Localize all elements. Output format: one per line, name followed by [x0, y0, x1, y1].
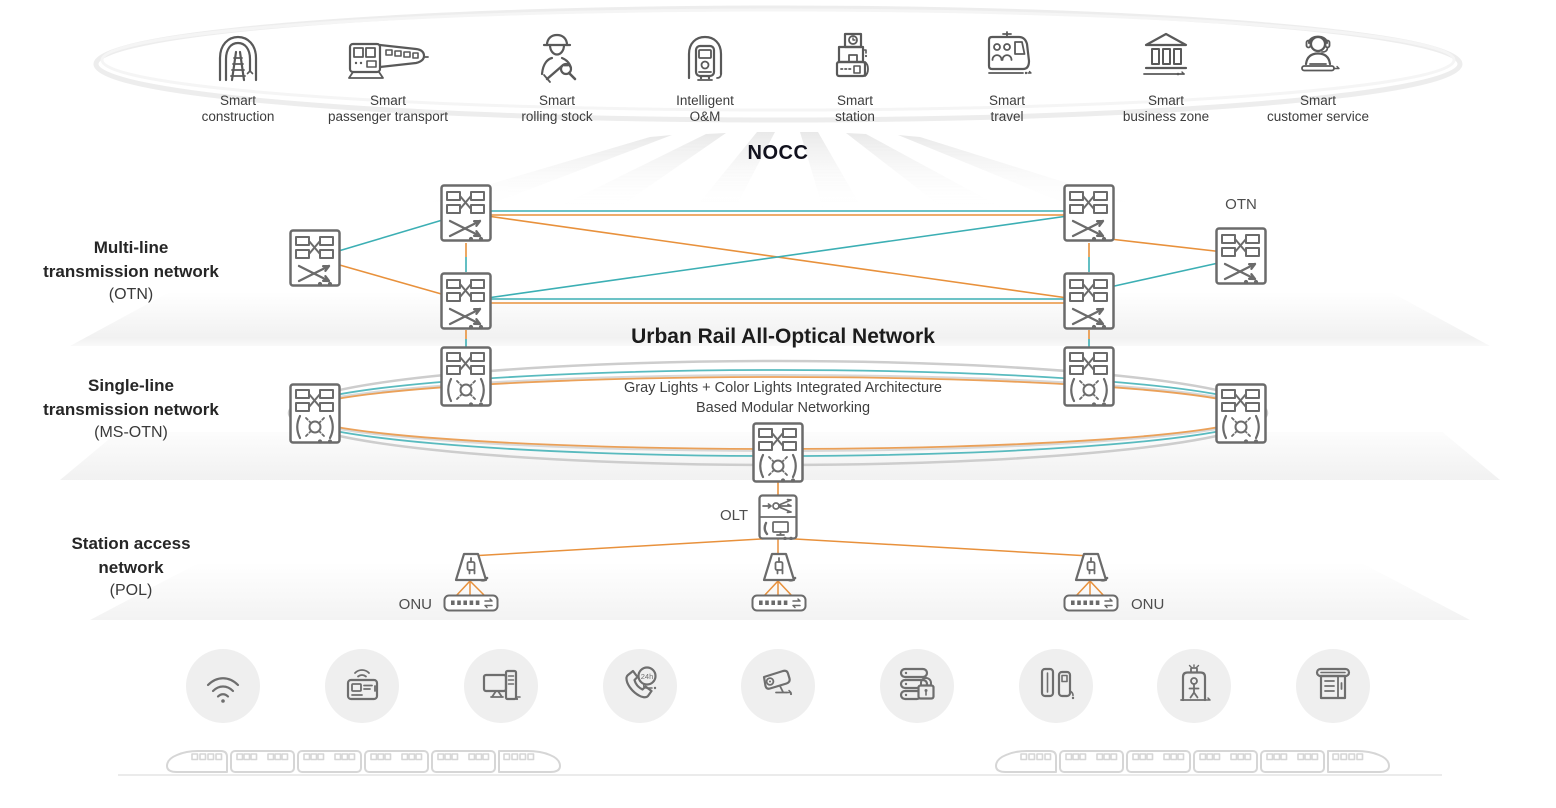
service-smart-construction: Smart construction [158, 26, 318, 126]
onu-device [443, 594, 499, 612]
secure-server-icon [880, 649, 954, 723]
msotn-device-node [752, 422, 804, 484]
cctv-camera-icon [741, 649, 815, 723]
service-label: Smart business zone [1122, 93, 1210, 125]
layer-name: Single-line transmission network [43, 376, 219, 420]
otn-switch-node [1215, 227, 1267, 286]
service-label: Smart station [835, 93, 875, 125]
layer-tag: (OTN) [108, 286, 154, 304]
otn-mesh-links [314, 210, 1242, 304]
fare-gate-icon [1019, 649, 1093, 723]
otn-switch-node [289, 229, 341, 288]
otn-floor-band [70, 292, 1490, 346]
layer-name: Multi-line transmission network [43, 238, 219, 282]
service-label: Smart passenger transport [327, 93, 449, 125]
service-smart-business-zone: Smart business zone [1086, 26, 1246, 126]
service-label: Smart construction [201, 93, 275, 125]
service-label: Smart customer service [1266, 93, 1370, 125]
tunnel-construction-icon [210, 26, 266, 86]
ground-line [118, 774, 1442, 776]
olt-device [758, 494, 798, 542]
otn-switch-node [1063, 272, 1115, 331]
layer-label-pol: Station access network (POL) [16, 532, 246, 603]
layer-label-otn: Multi-line transmission network (OTN) [16, 236, 246, 307]
nocc-label: NOCC [747, 142, 809, 164]
layer-tag: (POL) [109, 582, 153, 600]
network-subtitle: Gray Lights + Color Lights Integrated Ar… [624, 380, 942, 416]
layer-name: Station access network [71, 534, 191, 578]
otn-node-tag: OTN [1225, 196, 1257, 213]
service-smart-travel: Smart travel [927, 26, 1087, 126]
service-smart-rolling-stock: Smart rolling stock [477, 26, 637, 126]
otn-switch-node [1063, 184, 1115, 243]
service-smart-station: Smart station [775, 26, 935, 126]
workstation-icon [464, 649, 538, 723]
optical-splitter [1073, 552, 1110, 584]
otn-switch-node [440, 272, 492, 331]
ticket-validator-icon [325, 649, 399, 723]
tram-passengers-icon [979, 26, 1035, 86]
network-title: Urban Rail All-Optical Network [631, 325, 935, 348]
optical-splitter [453, 552, 490, 584]
olt-label: OLT [719, 507, 748, 524]
hotline-24h-icon: 24h [603, 649, 677, 723]
ticket-kiosk-icon [1296, 649, 1370, 723]
train-tunnel-icon [677, 26, 733, 86]
pol-links [454, 537, 1106, 598]
onu-label-right: ONU [1131, 596, 1165, 613]
metro-train-right [993, 745, 1393, 775]
service-smart-passenger-transport: Smart passenger transport [308, 26, 468, 126]
service-agent-icon [1290, 26, 1346, 86]
wifi-icon [186, 649, 260, 723]
metro-train-left [164, 745, 564, 775]
onu-label-left: ONU [398, 596, 432, 613]
onu-device [1063, 594, 1119, 612]
top-ellipse-swoosh [93, 5, 1463, 123]
optical-splitter [761, 552, 798, 584]
service-label: Intelligent O&M [676, 93, 734, 125]
security-screening-icon [1157, 649, 1231, 723]
hotline-badge: 24h [641, 672, 654, 681]
passenger-train-icon [346, 26, 430, 86]
service-label: Smart rolling stock [521, 93, 593, 125]
service-intelligent-om: Intelligent O&M [625, 26, 785, 126]
layer-label-msotn: Single-line transmission network (MS-OTN… [16, 374, 246, 445]
service-smart-customer-service: Smart customer service [1238, 26, 1398, 126]
station-building-icon [827, 26, 883, 86]
onu-device [751, 594, 807, 612]
otn-switch-node [440, 184, 492, 243]
service-label: Smart travel [988, 93, 1025, 125]
bank-building-icon [1138, 26, 1194, 86]
layer-tag: (MS-OTN) [94, 424, 168, 442]
maintenance-worker-icon [529, 26, 585, 86]
